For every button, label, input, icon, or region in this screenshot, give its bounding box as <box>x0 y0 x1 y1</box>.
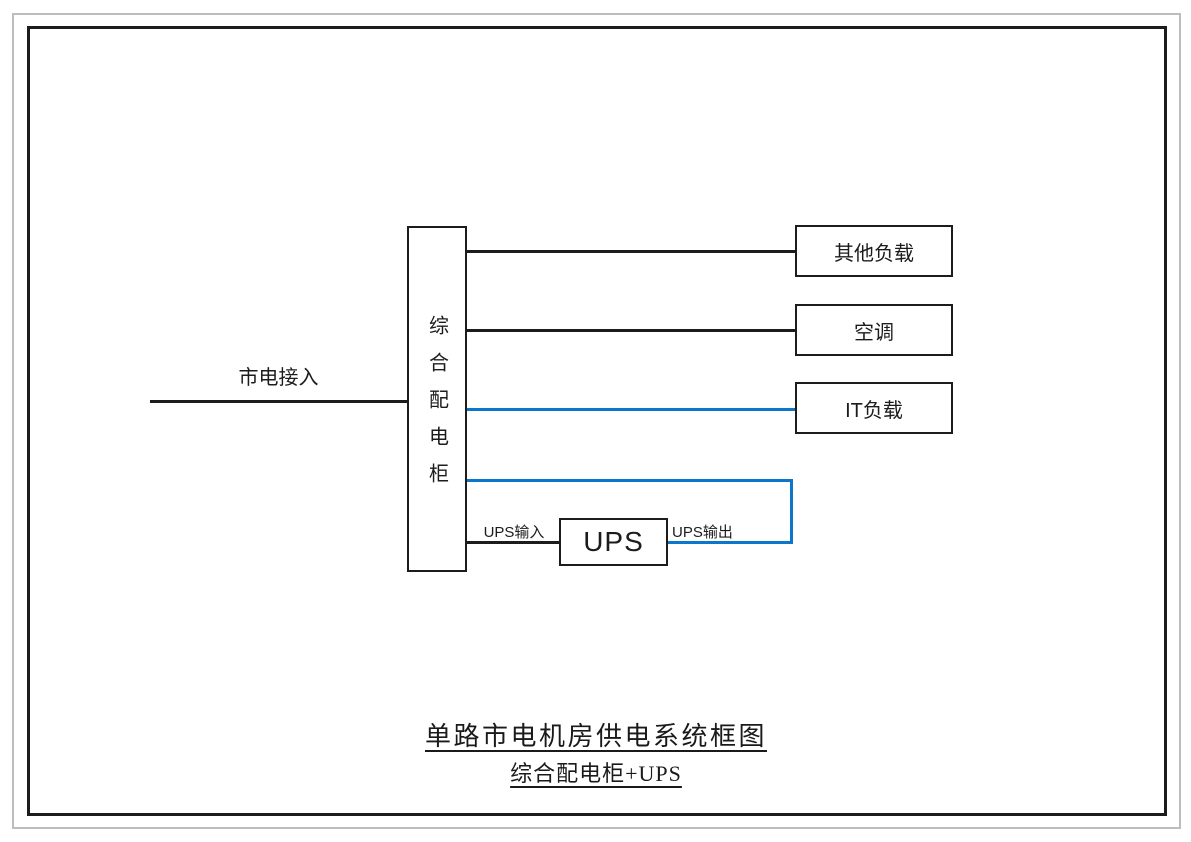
ups-box-label: UPS <box>583 526 644 557</box>
ups-input-label: UPS输入 <box>483 524 545 541</box>
ups-input-line <box>467 541 559 544</box>
it-load-label: IT负载 <box>845 399 903 422</box>
other-load-box: 其他负载 <box>795 225 953 277</box>
ups-output-return-line-vertical <box>790 479 793 544</box>
ups-output-label: UPS输出 <box>672 524 733 541</box>
distribution-cabinet-box: 综合配电柜 <box>407 226 467 572</box>
other-load-label: 其他负载 <box>834 242 914 265</box>
outer-border-frame <box>12 13 1181 829</box>
inner-border-frame <box>27 26 1167 816</box>
it-load-box: IT负载 <box>795 382 953 434</box>
distribution-cabinet-label: 综合配电柜 <box>425 315 448 500</box>
air-conditioner-box: 空调 <box>795 304 953 356</box>
connector-other-load <box>467 250 795 253</box>
air-conditioner-label: 空调 <box>854 321 894 344</box>
mains-input-label: 市电接入 <box>238 367 319 389</box>
mains-input-line <box>150 400 407 403</box>
ups-output-line <box>668 541 793 544</box>
connector-air-conditioner <box>467 329 795 332</box>
ups-output-return-line-top <box>467 479 793 482</box>
connector-it-load <box>467 408 795 411</box>
ups-box: UPS <box>559 518 668 566</box>
